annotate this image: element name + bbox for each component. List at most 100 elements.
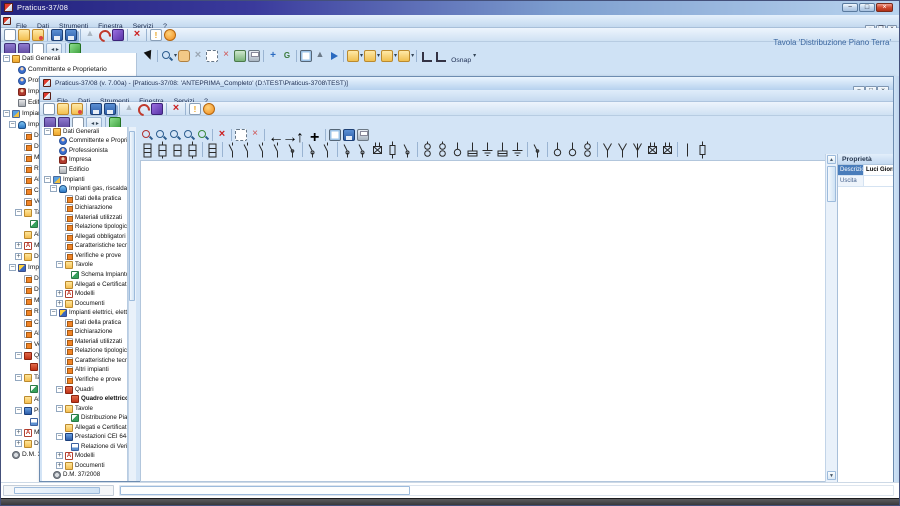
dropdown-caret-icon[interactable]: ▾	[473, 53, 477, 59]
minimize-button[interactable]: −	[842, 3, 858, 12]
tree-item-quadri[interactable]: −Quadri	[42, 385, 127, 395]
scroll-up-icon[interactable]: ▲	[827, 155, 836, 164]
tree-item-relazione-di-verifica-c[interactable]: Relazione di Verifica C	[42, 442, 127, 452]
save-icon[interactable]	[90, 103, 102, 115]
tree-item-caratteristiche-tecniche[interactable]: Caratteristiche tecniche	[42, 356, 127, 366]
symbol-lever-icon[interactable]	[240, 141, 255, 159]
outer-menu-strumenti[interactable]: Strumenti	[59, 23, 89, 30]
close-button[interactable]: ×	[876, 3, 893, 12]
expander-icon[interactable]: −	[9, 263, 16, 271]
tree-item-distribuzione-piano-te[interactable]: Distribuzione Piano Te	[42, 413, 127, 423]
tree-item-allegati-e-certificati[interactable]: Allegati e Certificati	[42, 280, 127, 290]
dropdown-caret-icon[interactable]: ▾	[174, 53, 178, 59]
tree-item-dati-della-pratica[interactable]: Dati della pratica	[42, 194, 127, 204]
validate-icon[interactable]	[84, 28, 96, 41]
symbol-breaker3-icon[interactable]	[205, 141, 220, 159]
alert-icon[interactable]	[203, 103, 215, 115]
expander-icon[interactable]: −	[44, 127, 51, 135]
report-icon[interactable]	[189, 103, 201, 115]
property-value[interactable]: Luci Giorno	[866, 167, 893, 173]
tree-item-altri-impianti[interactable]: Altri impianti	[42, 366, 127, 376]
symbol-lamp-icon[interactable]	[450, 141, 465, 159]
sel-icon[interactable]	[235, 129, 247, 141]
tree-item-dichiarazione[interactable]: Dichiarazione	[42, 327, 127, 337]
pan-icon[interactable]	[178, 50, 191, 62]
zoom-in-icon[interactable]	[141, 129, 153, 141]
undo-icon[interactable]	[98, 29, 110, 41]
save-icon[interactable]	[51, 29, 63, 41]
tree-item-schema-impianto-gas[interactable]: Schema Impianto GAS	[42, 270, 127, 280]
tree-item-relazione-tipologica[interactable]: Relazione tipologica	[42, 347, 127, 357]
symbol-plate-icon[interactable]	[495, 141, 510, 159]
tree-item-verifiche-e-prove[interactable]: Verifiche e prove	[42, 251, 127, 261]
expander-icon[interactable]: −	[50, 185, 57, 193]
tree-item-materiali-utilizzati[interactable]: Materiali utilizzati	[42, 213, 127, 223]
property-key[interactable]: Descrizione	[838, 165, 864, 175]
new-icon[interactable]	[4, 29, 16, 41]
symbol-bus-icon[interactable]	[645, 141, 660, 159]
symbol-breaker2-icon[interactable]	[170, 141, 185, 159]
tree-item-impianti[interactable]: −Impianti	[42, 175, 127, 185]
symbol-breaker3-icon[interactable]	[140, 141, 155, 159]
dropdown-caret-icon[interactable]: ▾	[360, 53, 364, 59]
property-row-descrizione[interactable]: DescrizioneLuci Giorno	[838, 165, 893, 176]
expander-icon[interactable]: −	[56, 404, 63, 412]
maximize-button[interactable]: □	[859, 3, 875, 12]
save-all-icon[interactable]	[104, 103, 116, 115]
tree-item-edificio[interactable]: Edificio	[1, 97, 136, 108]
property-key[interactable]: Uscita	[838, 176, 864, 186]
tree-item-prestazioni-cei-64-8[interactable]: −Prestazioni CEI 64-8	[42, 433, 127, 443]
sel-icon[interactable]	[206, 50, 219, 62]
delete-icon[interactable]	[216, 128, 228, 141]
save-icon[interactable]	[343, 129, 355, 141]
report-icon[interactable]	[150, 29, 162, 41]
zoom-extents-icon[interactable]	[183, 129, 195, 141]
nav-up-icon[interactable]	[296, 129, 308, 141]
symbol-ground-icon[interactable]	[480, 141, 495, 159]
tree-item-committente-e-proprietario[interactable]: Committente e Proprietario	[1, 64, 136, 75]
expander-icon[interactable]: −	[15, 373, 22, 381]
symbol-endbox-icon[interactable]	[385, 141, 400, 159]
tree-item-dati-generali[interactable]: −Dati Generali	[42, 127, 127, 137]
tree-item-relazione-tipologica[interactable]: Relazione tipologica	[42, 222, 127, 232]
tree-item-committente-e-proprietario[interactable]: Committente e Proprietario	[42, 137, 127, 147]
validate-icon[interactable]	[123, 102, 135, 115]
symbol-contact-icon[interactable]	[340, 141, 355, 159]
symbol-outlet-icon[interactable]	[580, 141, 595, 159]
genY-icon[interactable]	[364, 50, 377, 62]
dropdown-caret-icon[interactable]: ▾	[394, 53, 398, 59]
outer-menu-file[interactable]: File	[16, 23, 27, 30]
symbol-leverdot-icon[interactable]	[285, 141, 300, 159]
symbol-lever-icon[interactable]	[255, 141, 270, 159]
symbol-fork-icon[interactable]	[600, 141, 615, 159]
tree-item-d-m--37-2008[interactable]: D.M. 37/2008	[42, 471, 127, 481]
monitor-icon[interactable]	[329, 129, 341, 141]
tree-item-impresa[interactable]: Impresa	[42, 156, 127, 166]
expander-icon[interactable]: +	[56, 461, 63, 469]
nav-left-icon[interactable]	[268, 129, 280, 141]
symbol-fork-icon[interactable]	[615, 141, 630, 159]
genY-icon[interactable]	[347, 50, 360, 62]
symbol-outlet-icon[interactable]	[420, 141, 435, 159]
print-icon[interactable]	[357, 129, 369, 141]
expander-icon[interactable]: −	[50, 309, 57, 317]
expander-icon[interactable]: −	[56, 385, 63, 393]
ortho-icon[interactable]	[434, 50, 447, 62]
symbol-outlet-icon[interactable]	[435, 141, 450, 159]
symbol-fork3-icon[interactable]	[630, 141, 645, 159]
tree-item-allegati-e-certificati[interactable]: Allegati e Certificati	[42, 423, 127, 433]
outer-menu-servizi[interactable]: Servizi	[132, 23, 154, 30]
image-icon[interactable]	[234, 50, 247, 62]
expander-icon[interactable]: +	[15, 439, 22, 447]
new-icon[interactable]	[43, 103, 55, 115]
property-value[interactable]	[865, 176, 893, 186]
edit-icon[interactable]	[112, 29, 124, 41]
drawing-canvas[interactable]	[140, 160, 825, 482]
symbol-bus-icon[interactable]	[370, 141, 385, 159]
symbol-endbox-icon[interactable]	[695, 141, 710, 159]
save-all-icon[interactable]	[65, 29, 77, 41]
symbol-contact-icon[interactable]	[355, 141, 370, 159]
outer-menu-dati[interactable]: Dati	[36, 23, 50, 30]
